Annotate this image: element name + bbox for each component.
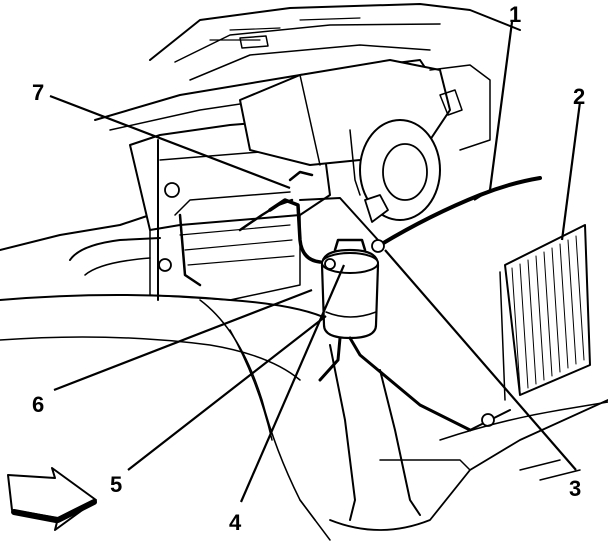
callout-3: 3	[569, 476, 581, 501]
refrigerant-lines-lower	[238, 170, 511, 432]
leader-5	[127, 315, 327, 471]
leader-1	[473, 21, 514, 201]
callout-leaders	[49, 21, 582, 503]
callout-5: 5	[110, 472, 122, 497]
front-arrow-icon	[7, 467, 97, 531]
leader-4	[239, 264, 346, 503]
callout-7: 7	[32, 80, 44, 105]
callout-numbers: 1 2 3 4 5 6 7	[32, 2, 585, 535]
callout-2: 2	[573, 84, 585, 109]
leader-7	[49, 94, 291, 190]
refrigerant-line-upper	[299, 176, 542, 247]
lower-frame	[299, 344, 608, 541]
accumulator	[320, 238, 385, 340]
callout-4: 4	[229, 510, 242, 535]
blower-housing	[239, 59, 491, 223]
leader-6	[53, 288, 313, 392]
leader-3	[384, 249, 577, 471]
left-fender	[0, 214, 331, 521]
callout-6: 6	[32, 392, 44, 417]
callout-1: 1	[509, 2, 521, 27]
condenser	[499, 224, 591, 401]
leader-2	[560, 101, 582, 241]
